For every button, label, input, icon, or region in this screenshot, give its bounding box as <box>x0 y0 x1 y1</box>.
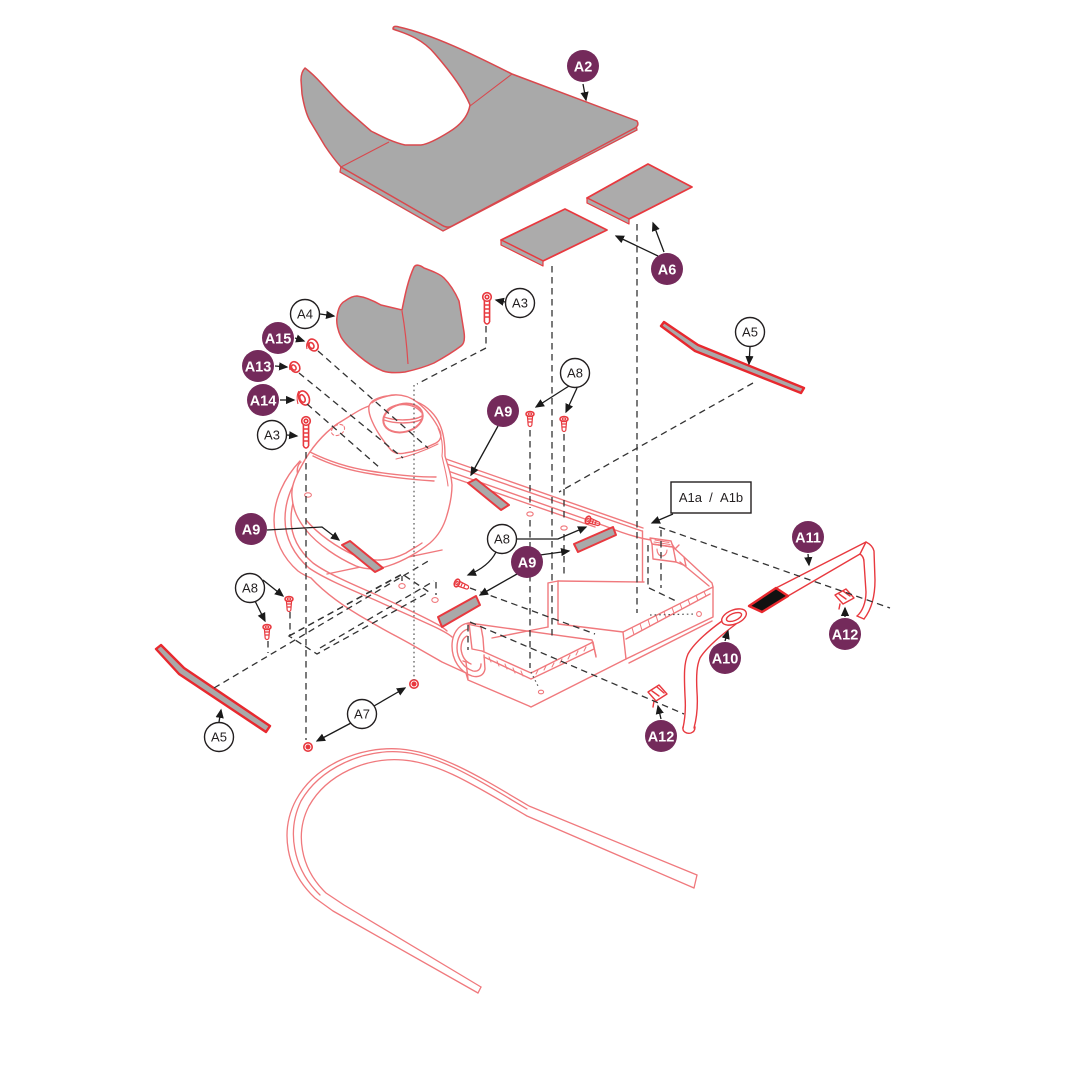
svg-text:A8: A8 <box>567 366 583 381</box>
svg-text:A8: A8 <box>242 581 258 596</box>
svg-text:A14: A14 <box>250 394 277 410</box>
svg-text:A8: A8 <box>494 532 510 547</box>
svg-text:A9: A9 <box>242 523 261 539</box>
svg-text:A4: A4 <box>297 307 313 322</box>
svg-text:A12: A12 <box>832 628 859 644</box>
svg-text:A5: A5 <box>742 325 758 340</box>
svg-text:A7: A7 <box>354 707 370 722</box>
svg-text:A11: A11 <box>795 531 821 547</box>
svg-text:A12: A12 <box>648 730 675 746</box>
svg-text:A10: A10 <box>712 652 739 668</box>
svg-text:A9: A9 <box>494 405 513 421</box>
svg-text:A13: A13 <box>245 360 272 376</box>
svg-text:A3: A3 <box>264 428 280 443</box>
svg-text:A2: A2 <box>574 60 593 76</box>
svg-text:A1a / A1b: A1a / A1b <box>679 490 743 505</box>
svg-text:A9: A9 <box>518 556 537 572</box>
svg-text:A5: A5 <box>211 730 227 745</box>
svg-text:A3: A3 <box>512 296 528 311</box>
svg-text:A15: A15 <box>265 332 292 348</box>
svg-text:A6: A6 <box>658 263 677 279</box>
